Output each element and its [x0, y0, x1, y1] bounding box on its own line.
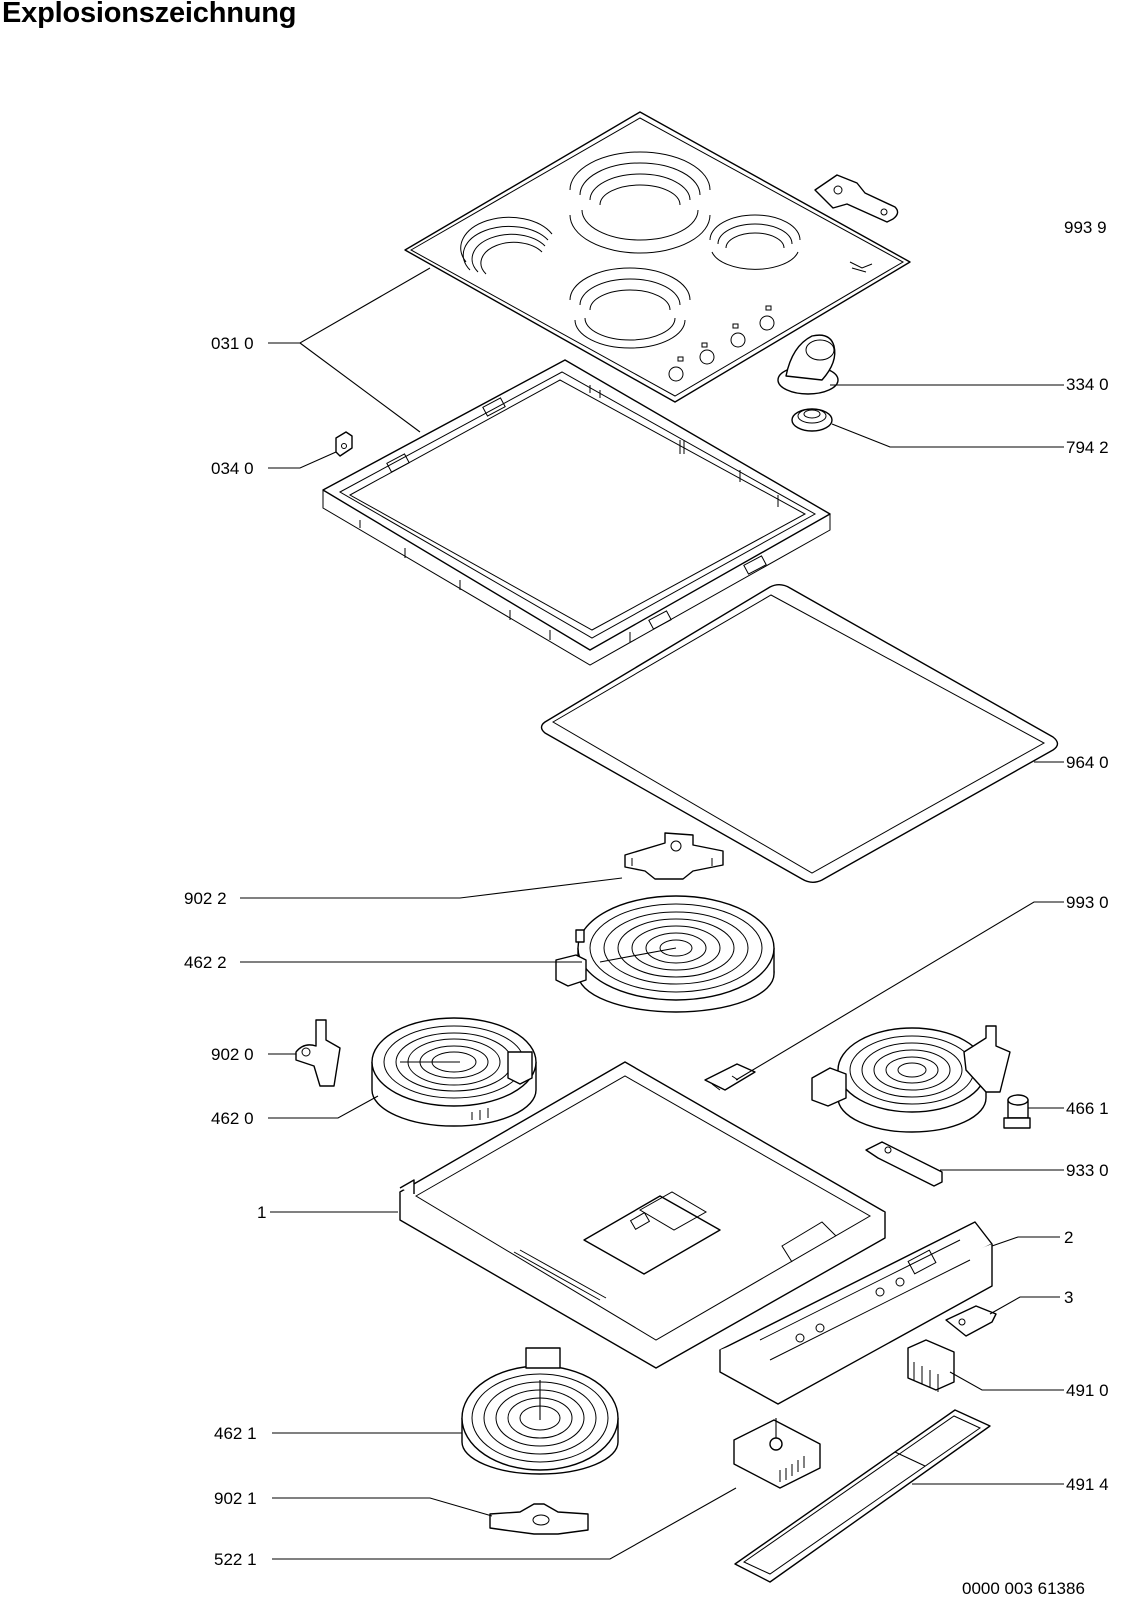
label-031-0: 031 0 — [211, 334, 254, 353]
part-034-0-clip — [335, 431, 353, 457]
frame-clips — [359, 385, 779, 642]
label-993-9: 993 9 — [1064, 218, 1107, 237]
part-902-0-bracket — [295, 1019, 341, 1087]
part-993-0-clip — [704, 1063, 756, 1091]
label-334-0: 334 0 — [1066, 375, 1109, 394]
part-522-1-energy-regulator — [733, 1418, 821, 1489]
label-902-0: 902 0 — [211, 1045, 254, 1064]
part-1-base-tray — [399, 1061, 886, 1369]
page-title: Explosionszeichnung — [2, 0, 297, 29]
cooking-zone-markings — [460, 151, 801, 349]
part-964-0-seal — [540, 584, 1059, 883]
label-462-0: 462 0 — [211, 1109, 254, 1128]
label-902-2: 902 2 — [184, 889, 227, 908]
label-522-1: 522 1 — [214, 1550, 257, 1569]
part-993-9-bracket — [814, 174, 899, 223]
label-462-1: 462 1 — [214, 1424, 257, 1443]
part-466-1-switch — [1003, 1094, 1031, 1129]
hob-frame — [322, 359, 831, 666]
label-462-2: 462 2 — [184, 953, 227, 972]
label-993-0: 993 0 — [1066, 893, 1109, 912]
part-462-2-heating-element — [555, 895, 775, 1013]
heating-element-right — [811, 1025, 1011, 1133]
part-933-0-bracket — [865, 1141, 943, 1187]
label-1: 1 — [257, 1203, 266, 1222]
part-491-4-cover-strip — [734, 1409, 991, 1583]
label-3: 3 — [1064, 1288, 1073, 1307]
part-491-0-terminal-block — [907, 1339, 955, 1392]
label-902-1: 902 1 — [214, 1489, 257, 1508]
label-964-0: 964 0 — [1066, 753, 1109, 772]
part-462-1-heating-element — [461, 1347, 619, 1475]
part-334-0-knob — [777, 334, 839, 395]
part-902-1-bracket — [489, 1503, 589, 1535]
part-462-0-heating-element — [371, 1017, 537, 1127]
control-markings — [668, 261, 873, 382]
ceramic-hob-top — [404, 111, 911, 403]
part-3-terminal — [945, 1305, 997, 1337]
part-labels: 993 9 031 0 334 0 794 2 034 0 964 0 902 … — [184, 218, 1109, 1598]
part-902-2-bracket — [624, 832, 724, 880]
label-491-4: 491 4 — [1066, 1475, 1109, 1494]
part-2-control-housing — [719, 1221, 993, 1405]
label-034-0: 034 0 — [211, 459, 254, 478]
part-794-2-ring — [791, 408, 833, 432]
leader-lines — [240, 267, 1064, 1560]
label-794-2: 794 2 — [1066, 438, 1109, 457]
label-491-0: 491 0 — [1066, 1381, 1109, 1400]
label-466-1: 466 1 — [1066, 1099, 1109, 1118]
label-933-0: 933 0 — [1066, 1161, 1109, 1180]
label-2: 2 — [1064, 1228, 1073, 1247]
drawing-number: 0000 003 61386 — [962, 1579, 1085, 1598]
